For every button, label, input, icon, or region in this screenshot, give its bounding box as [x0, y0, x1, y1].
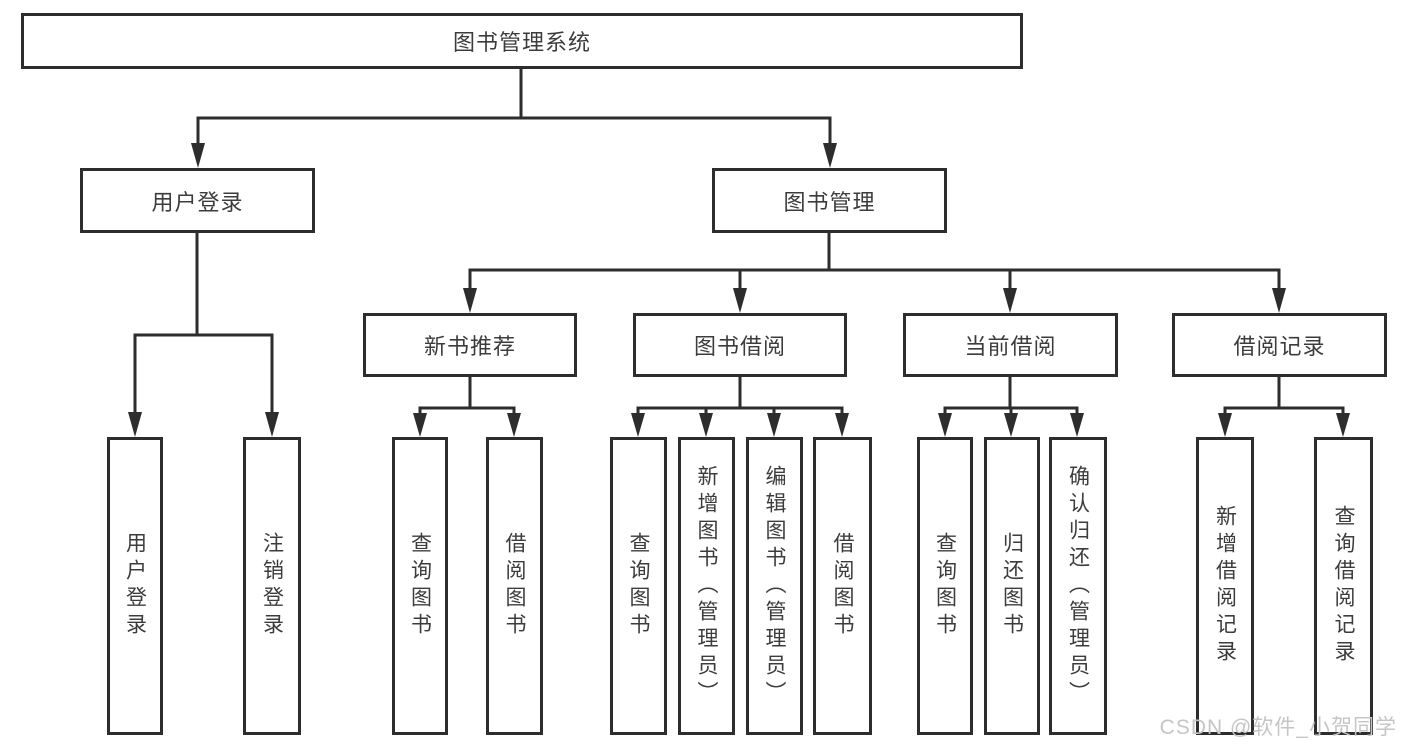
leaf-recommend-query-book-label: 查询图书 — [408, 532, 432, 640]
node-root: 图书管理系统 — [21, 13, 1023, 69]
leaf-user-login-label: 用户登录 — [123, 532, 147, 640]
leaf-return-book: 归还图书 — [984, 437, 1040, 735]
arrowhead-icon — [1218, 413, 1232, 437]
node-user-login: 用户登录 — [80, 168, 315, 233]
leaf-add-book-admin: 新增图书（管理员） — [678, 437, 735, 735]
node-book-borrow: 图书借阅 — [633, 313, 847, 377]
arrowhead-icon — [191, 143, 205, 168]
leaf-confirm-return-admin: 确认归还（管理员） — [1049, 437, 1107, 735]
node-book-management-label: 图书管理 — [783, 189, 876, 215]
leaf-edit-book-admin-label: 编辑图书（管理员） — [763, 464, 786, 708]
leaf-borrow-borrow-book: 借阅图书 — [813, 437, 872, 735]
node-book-borrow-label: 图书借阅 — [693, 334, 786, 359]
leaf-logout-login: 注销登录 — [243, 437, 301, 735]
node-current-borrow: 当前借阅 — [903, 313, 1118, 377]
arrowhead-icon — [823, 143, 837, 168]
arrowhead-icon — [1272, 288, 1286, 313]
node-book-management: 图书管理 — [712, 168, 947, 233]
node-current-borrow-label: 当前借阅 — [964, 334, 1057, 359]
leaf-return-book-label: 归还图书 — [1000, 532, 1024, 640]
arrowhead-icon — [1070, 413, 1084, 437]
arrowhead-icon — [733, 288, 747, 313]
leaf-confirm-return-admin-label: 确认归还（管理员） — [1066, 464, 1090, 708]
node-user-login-label: 用户登录 — [151, 189, 244, 215]
leaf-borrow-borrow-book-label: 借阅图书 — [831, 532, 854, 640]
arrowheads — [128, 143, 1350, 437]
leaf-recommend-query-book: 查询图书 — [392, 437, 448, 735]
leaf-borrow-query-book-label: 查询图书 — [627, 532, 650, 640]
node-new-book-recommend: 新书推荐 — [363, 313, 577, 377]
leaf-logout-login-label: 注销登录 — [260, 532, 284, 640]
leaf-edit-book-admin: 编辑图书（管理员） — [746, 437, 803, 735]
leaf-current-query-book: 查询图书 — [917, 437, 973, 735]
leaf-borrow-query-book: 查询图书 — [610, 437, 667, 735]
arrowhead-icon — [128, 412, 142, 437]
node-borrow-records: 借阅记录 — [1172, 313, 1387, 377]
leaf-add-borrow-record: 新增借阅记录 — [1196, 437, 1254, 735]
leaf-current-query-book-label: 查询图书 — [933, 532, 957, 640]
arrowhead-icon — [463, 288, 477, 313]
arrowhead-icon — [1003, 288, 1017, 313]
arrowhead-icon — [631, 413, 645, 437]
arrowhead-icon — [1336, 413, 1350, 437]
node-new-book-recommend-label: 新书推荐 — [423, 334, 516, 359]
leaf-recommend-borrow-book: 借阅图书 — [486, 437, 543, 735]
leaf-user-login: 用户登录 — [107, 437, 163, 735]
leaf-recommend-borrow-book-label: 借阅图书 — [503, 532, 526, 640]
node-borrow-records-label: 借阅记录 — [1233, 334, 1326, 359]
arrowhead-icon — [507, 413, 521, 437]
leaf-add-borrow-record-label: 新增借阅记录 — [1213, 505, 1237, 667]
arrowhead-icon — [413, 413, 427, 437]
node-root-label: 图书管理系统 — [452, 30, 591, 55]
arrowhead-icon — [265, 412, 279, 437]
leaf-query-borrow-record: 查询借阅记录 — [1314, 437, 1373, 735]
arrowhead-icon — [1004, 413, 1018, 437]
arrowhead-icon — [835, 413, 849, 437]
leaf-add-book-admin-label: 新增图书（管理员） — [695, 464, 718, 708]
arrowhead-icon — [699, 413, 713, 437]
arrowhead-icon — [767, 413, 781, 437]
arrowhead-icon — [938, 413, 952, 437]
leaf-query-borrow-record-label: 查询借阅记录 — [1332, 505, 1355, 667]
